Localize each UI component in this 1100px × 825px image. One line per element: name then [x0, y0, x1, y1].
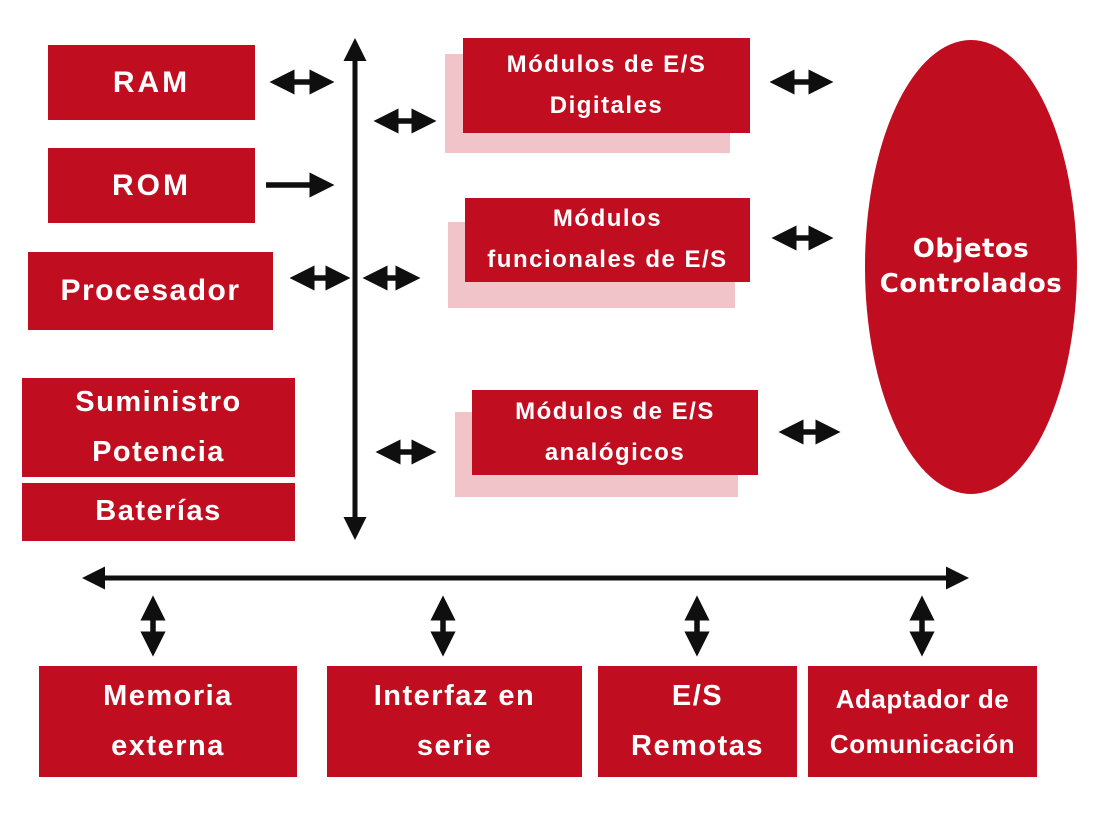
node-memoria-externa-label: Memoria externa	[103, 680, 233, 762]
node-baterias: Baterías	[22, 483, 295, 541]
node-ram: RAM	[48, 45, 255, 120]
node-es-remotas: E/S Remotas	[598, 666, 797, 777]
node-ram-label: RAM	[112, 65, 191, 99]
node-rom: ROM	[48, 148, 255, 223]
node-procesador: Procesador	[28, 252, 273, 330]
node-baterias-label: Baterías	[95, 495, 222, 528]
node-procesador-label: Procesador	[60, 274, 241, 308]
node-modulos-digitales: Módulos de E/S Digitales	[463, 38, 750, 133]
node-modulos-analogicos-label: Módulos de E/S analógicos	[515, 397, 715, 466]
node-objetos-controlados-label: Objetos Controlados	[879, 233, 1063, 299]
node-modulos-analogicos: Módulos de E/S analógicos	[472, 390, 758, 475]
node-modulos-funcionales-label: Módulos funcionales de E/S	[487, 205, 728, 273]
node-es-remotas-label: E/S Remotas	[631, 680, 764, 762]
node-adaptador-comunicacion-label: Adaptador de Comunicación	[829, 684, 1016, 759]
node-interfaz-serie: Interfaz en serie	[327, 666, 582, 777]
node-interfaz-serie-label: Interfaz en serie	[373, 680, 536, 762]
node-suministro-potencia: Suministro Potencia	[22, 378, 295, 477]
node-objetos-controlados: Objetos Controlados	[865, 40, 1077, 494]
node-adaptador-comunicacion: Adaptador de Comunicación	[808, 666, 1037, 777]
node-modulos-funcionales: Módulos funcionales de E/S	[465, 198, 750, 282]
node-rom-label: ROM	[112, 168, 191, 202]
node-memoria-externa: Memoria externa	[39, 666, 297, 777]
node-modulos-digitales-label: Módulos de E/S Digitales	[506, 50, 707, 119]
node-suministro-label: Suministro Potencia	[75, 386, 242, 468]
